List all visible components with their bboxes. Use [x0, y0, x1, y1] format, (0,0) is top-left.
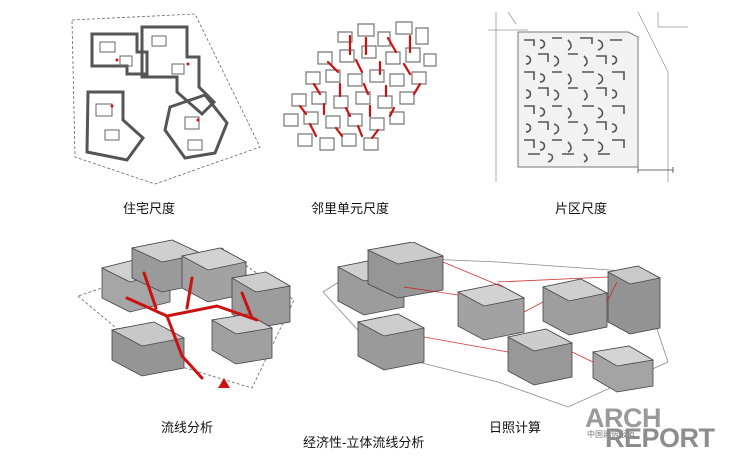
archreport-logo: ARCH 中国建筑报道 REPORT: [585, 405, 745, 465]
sunlight-axonometric: [318, 242, 678, 410]
district-scale-plan: [488, 12, 688, 182]
logo-line2: REPORT: [605, 423, 715, 453]
logo-line1: ARCH: [585, 403, 662, 433]
neighborhood-scale-caption: 邻里单元尺度: [311, 202, 390, 217]
economy-circulation-title: 经济性-立体流线分析: [303, 436, 425, 451]
neighborhood-scale-plan: [278, 14, 443, 164]
circulation-analysis-caption: 流线分析: [161, 421, 214, 436]
residence-scale-caption: 住宅尺度: [123, 202, 176, 217]
logo-subtitle: 中国建筑报道: [587, 430, 635, 439]
district-scale-caption: 片区尺度: [555, 202, 608, 217]
circulation-axonometric: [72, 238, 302, 396]
sunlight-calculation-caption: 日照计算: [489, 421, 542, 436]
residence-scale-plan: [70, 12, 265, 187]
